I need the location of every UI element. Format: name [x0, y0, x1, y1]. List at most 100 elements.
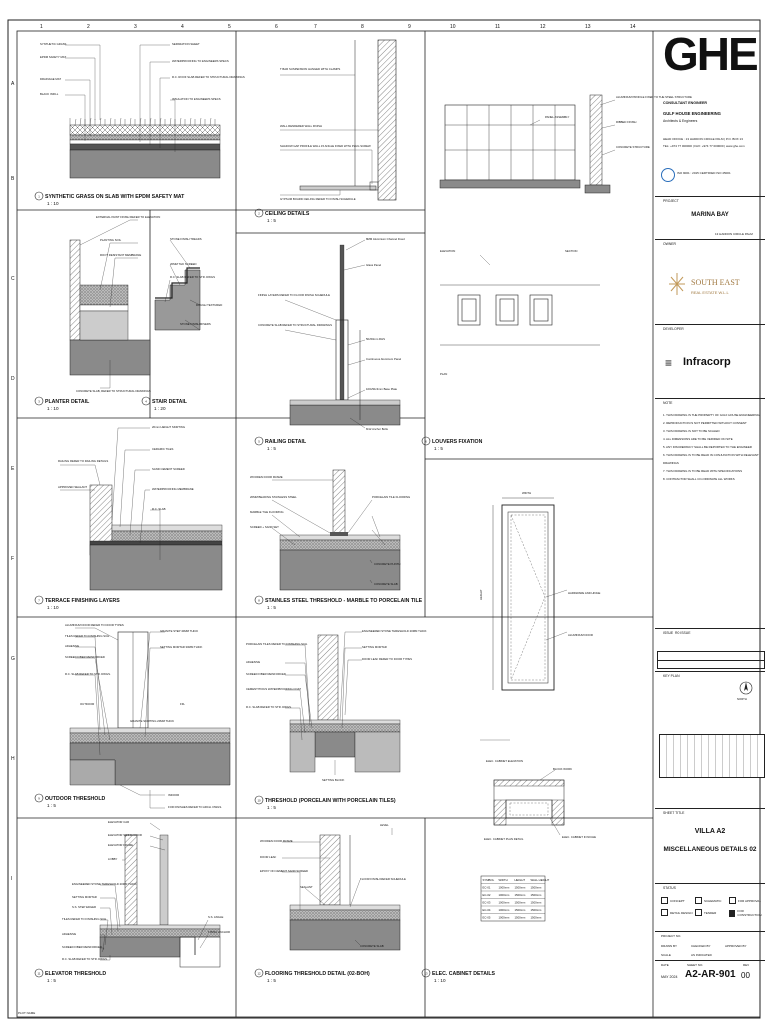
status-checkbox[interactable] [695, 909, 702, 916]
status-option[interactable]: FOR CONSTRUCTION [729, 909, 765, 917]
title-block: GHE CONSULTANT ENGINEER GULF HOUSE ENGIN… [655, 28, 765, 1017]
terrace-label-6: R.C. SLAB [152, 507, 166, 511]
cabinet-table-cell: 1500mm [531, 908, 543, 912]
project-name: MARINA BAY [691, 212, 729, 218]
status-option[interactable]: DETAIL DESIGN [661, 909, 693, 916]
elevator-label-1: ELEVATOR SWING DOOR [108, 833, 142, 837]
detail-title-2: CEILING DETAILS [265, 211, 310, 217]
grid-column-12: 12 [540, 24, 546, 30]
detail-scale-3: 1 : 10 [47, 406, 59, 411]
cabinet-table-header: SYMBOL [483, 878, 495, 882]
grid-column-4: 4 [181, 24, 184, 30]
detail-number-12: 12 [257, 972, 261, 976]
cabinet-table-cell: 1500mm [531, 916, 543, 920]
stair-label-0: STONE FINISH TREADS [170, 237, 202, 241]
elevator-label-3: LOBBY [108, 857, 117, 861]
status-option[interactable]: SCHEMATIC [695, 897, 721, 904]
detail-number-10: 10 [257, 799, 261, 803]
elevator-label-7: TILES REFER TO FINISHING SCH. [62, 917, 107, 921]
grid-column-9: 9 [408, 24, 411, 30]
status-option[interactable]: FOR APPROVAL [729, 897, 761, 904]
threshold-label-3: CEMENTITIOUS WATERPROOFING COAT [246, 687, 301, 691]
threshold-label-1: ADHESIVE [246, 660, 260, 664]
note-item: 3. THIS DRAWING IS NOT TO BE SCALED [663, 429, 720, 433]
approved-by-label: APPROVED BY [725, 944, 747, 948]
outdoor-label-8: OUTDOOR [80, 702, 94, 706]
cabinet-table-cell: EC-03 [483, 901, 491, 905]
cabinet-label-4: HARDWARE AND HINGE [568, 591, 601, 595]
flooring-label-3: FLOOR FINISH REFER SCHEDULE [360, 877, 406, 881]
status-checkbox[interactable] [661, 897, 668, 904]
drawn-by-label: DRAWN BY [661, 944, 678, 948]
sheet-title-label: SHEET TITLE [663, 811, 685, 815]
detail-ceiling: T BAR SUSPENSION HANGED WITH CLAMPS WALL… [280, 39, 397, 201]
outdoor-label-3: SCREED FIBER REINFORCED [65, 655, 105, 659]
date-label: DATE [661, 963, 669, 967]
cabinet-table-cell: 1500mm [531, 901, 543, 905]
grass-label-0: SYNTHETIC GRASS [40, 42, 67, 46]
detail-planter: EXTERNAL PAINT FINISH REFER TO ELEVATION… [69, 215, 160, 393]
elevator-label-0: ELEVATOR CAR [108, 820, 129, 824]
status-checkbox[interactable] [729, 909, 736, 917]
cabinet-table-cell: 1500mm [515, 893, 527, 897]
detail-title-9: OUTDOOR THRESHOLD [45, 796, 105, 802]
inner-frame [16, 30, 761, 1018]
grass-label-4: SEPARATION SHEET [172, 42, 200, 46]
louvers-label-1: SECTION [565, 249, 577, 253]
outdoor-label-4: R.C. SLAB REFER TO STR. DWGS. [65, 672, 111, 676]
key-plan-diagram [659, 734, 765, 778]
planter-label-0: EXTERNAL PAINT FINISH REFER TO ELEVATION [96, 215, 160, 219]
terrace-label-5: WATERPROOFING MEMBRANE [152, 487, 194, 491]
cabinet-table-cell: EC-05 [483, 916, 491, 920]
detail-title-8: STAINLES STEEL THRESHOLD - MARBLE TO POR… [265, 598, 423, 604]
detail-louvers: ELEVATION SECTION PLAN PANEL ASSEMBLY AL… [439, 94, 692, 376]
sheet-title-2: MISCELLANEOUS DETAILS 02 [663, 846, 757, 853]
status-checkbox[interactable] [695, 897, 702, 904]
stair-label-3: ROUGH TEXTURED [196, 303, 222, 307]
ceiling-label-0: T BAR SUSPENSION HANGED WITH CLAMPS [280, 67, 340, 71]
grass-label-1: EPDM SAFETY MAT [40, 55, 66, 59]
detail-scale-10: 1 : 5 [267, 805, 276, 810]
terrace-label-2: 20mm HEIGHT SKIRTING [152, 425, 185, 429]
elevator-label-9: SCREED FIBER REINFORCED [62, 945, 102, 949]
note-item: 2. REPRODUCTION IS NOT PERMITTED WITHOUT… [663, 421, 747, 425]
outdoor-label-7: INDOOR [168, 793, 179, 797]
developer-label: DEVELOPER [663, 327, 684, 331]
status-option-label: FOR CONSTRUCTION [737, 909, 762, 917]
notes-label: NOTE [663, 401, 673, 405]
notes-list: 1. THIS DRAWING IS THE PROPERTY OF GULF … [663, 411, 761, 483]
stainless-label-6: CONCRETE SLAB [374, 582, 398, 586]
status-option-label: DETAIL DESIGN [670, 910, 693, 915]
cabinet-table-header: WIDTH [499, 878, 508, 882]
outdoor-label-9: FFL [180, 702, 185, 706]
flooring-label-0: WOODEN DOOR FRAME [260, 839, 293, 843]
detail-number-7: 7 [38, 599, 40, 603]
threshold-label-5: ENGINEERED STONE THRESHOLD 20MM THICK [362, 629, 427, 633]
owner-name: SOUTH EAST [691, 278, 740, 287]
status-checkbox[interactable] [661, 909, 668, 916]
detail-scale-9: 1 : 5 [47, 803, 56, 808]
status-option[interactable]: CONCEPT [661, 897, 685, 904]
detail-number-2: 2 [258, 212, 260, 216]
outdoor-label-11: FOR FINISHES REFER TO ARCH. DWGS. [168, 805, 222, 809]
firm-contact: TEL: +974 77 000000 | FAX: +974 77 00000… [663, 144, 745, 148]
detail-stainless-threshold: WOODEN DOOR FRAME 20MM BEADING STAINLESS… [250, 469, 410, 591]
stainless-label-5: CONCRETE PLINTH [374, 562, 400, 566]
status-option[interactable]: TENDER [695, 909, 716, 916]
detail-marker-1 [34, 191, 44, 201]
detail-scale-4: 1 : 20 [154, 406, 166, 411]
detail-marker-12 [254, 968, 264, 978]
detail-scale-5: 1 : 5 [267, 446, 276, 451]
rev-value: 00 [741, 971, 750, 980]
grid-row-A: A [11, 81, 15, 87]
note-item: 7. THIS DRAWING IS TO BE READ WITH SPECI… [663, 469, 743, 473]
iso-text: ISO 9001 : 2015 CERTIFIED ISO 45001 [677, 171, 731, 175]
louvers-label-4: ALUMINIUM PROFILE FIXED TO THE STEEL STR… [616, 95, 692, 99]
status-checkbox[interactable] [729, 897, 736, 904]
detail-marker-2 [254, 208, 264, 218]
detail-title-3: PLANTER DETAIL [45, 399, 90, 405]
status-checkboxes: CONCEPT SCHEMATIC FOR APPROVAL DETAIL DESIG… [661, 897, 765, 929]
stair-label-4: STONE FINISH RISERS [180, 322, 211, 326]
railing-label-0: 8MM Aluminium Channel Fixed [366, 237, 405, 241]
